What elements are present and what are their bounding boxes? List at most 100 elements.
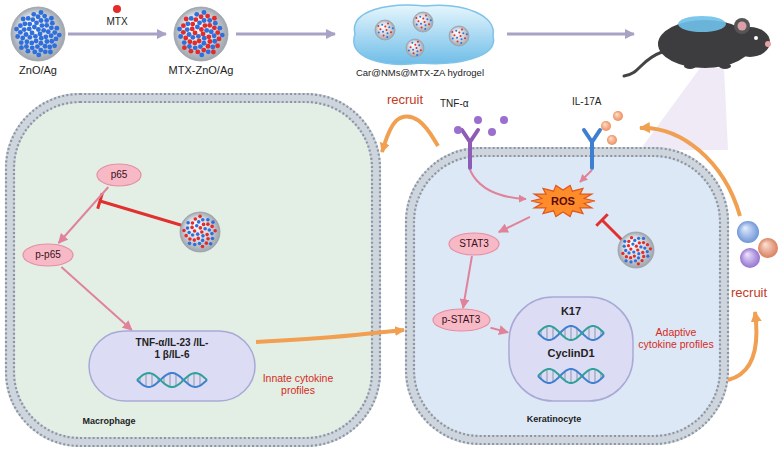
particle-dot — [34, 39, 39, 44]
receptor-symbol — [584, 130, 600, 168]
particle-dot — [48, 50, 53, 55]
particle-dot — [52, 43, 57, 48]
particle-dot — [182, 229, 186, 233]
nanoparticle — [180, 212, 220, 252]
immune-cell — [758, 238, 778, 258]
text-slot: p-p65 — [22, 243, 74, 267]
particle-dot — [190, 22, 195, 27]
particle-dot — [205, 14, 210, 19]
dna-strand — [538, 369, 604, 383]
particle-dot — [418, 44, 420, 46]
lipid-heads — [6, 94, 380, 446]
particle-dot — [209, 29, 214, 34]
text-slot: TNF-α/IL-23 /IL-1 β/IL-6 — [134, 337, 210, 360]
particle-core — [174, 7, 228, 61]
particle-dot — [217, 26, 222, 31]
particle-dot — [643, 246, 646, 249]
particle-dot — [623, 240, 626, 243]
particle-dot — [642, 241, 645, 244]
particle-dot — [637, 256, 640, 259]
connector-arrow — [499, 217, 530, 232]
signal-arrow — [470, 170, 526, 199]
text-slot: STAT3 — [448, 232, 500, 256]
node-label: p65 — [111, 169, 128, 181]
particle-dot — [416, 54, 418, 56]
node-label: ROS — [551, 195, 575, 208]
particle-dot — [57, 33, 62, 38]
particle-dot — [22, 21, 27, 26]
connector-arrow — [382, 116, 438, 152]
node-label: ZnO/Ag — [0, 64, 83, 77]
dna-helix — [137, 373, 207, 387]
particle-dot — [193, 238, 197, 242]
particle-dot — [182, 40, 187, 45]
particle-dot — [416, 24, 418, 26]
particle-dot — [54, 36, 59, 41]
text-slot: p-STAT3 — [432, 308, 491, 332]
particle-dot — [20, 36, 25, 41]
recruit-arrow — [640, 128, 740, 216]
particle-dot — [181, 23, 186, 28]
particle-dot — [49, 16, 54, 21]
text-slot: K17 — [508, 305, 634, 318]
particle-dot — [198, 215, 202, 219]
node-label: K17 — [508, 305, 634, 318]
particle-dot — [31, 12, 36, 17]
particle-dot — [388, 26, 390, 28]
keratinocyte-cell: KeratinocyteROSSTAT3p-STAT3K17CyclinD1 — [404, 146, 730, 446]
ligand-dot — [454, 126, 462, 134]
particle-dot — [384, 26, 386, 28]
nanoparticle-node: MTX-ZnO/Ag — [166, 4, 236, 78]
particle-dot — [207, 39, 212, 44]
edge-label: MTX — [104, 16, 129, 28]
nucleus-outline — [89, 331, 255, 401]
particle-dot — [215, 30, 220, 35]
particle-dot — [419, 16, 421, 18]
particle-dot — [458, 32, 460, 34]
particle-dot — [208, 228, 212, 232]
nanoparticle — [11, 7, 65, 61]
particle-dot — [21, 17, 26, 22]
text-slot: Car@NMs@MTX-ZA hydrogel — [335, 68, 505, 79]
protein-ellipse — [449, 233, 499, 255]
dna-rung — [570, 369, 571, 383]
particle-core — [406, 39, 424, 57]
particle-dot — [212, 39, 217, 44]
dna-rung — [588, 370, 589, 382]
particle-dot — [26, 16, 31, 21]
annotation-label: Adaptive cytokine profiles — [638, 326, 714, 350]
particle-dot — [455, 30, 457, 32]
label-slot: IL-17A — [572, 96, 616, 108]
particle-dot — [627, 240, 630, 243]
particle-dot — [52, 30, 57, 35]
recruit-arrow — [728, 312, 756, 380]
protein-ellipse — [97, 164, 141, 186]
particle-dot — [197, 39, 202, 44]
particle-dot — [192, 40, 197, 45]
ros-star — [531, 185, 595, 216]
particle-dot — [453, 34, 455, 36]
particle-dot — [428, 23, 430, 25]
particle-dot — [634, 259, 637, 262]
particle-dot — [635, 245, 638, 248]
particle-dot — [27, 22, 32, 27]
dna-rung — [175, 374, 176, 386]
particle-dot — [451, 31, 453, 33]
particle-dot — [187, 32, 192, 37]
particle-dot — [50, 21, 55, 26]
particle-dot — [197, 20, 202, 25]
particle-dot — [452, 38, 454, 40]
particle-dot — [206, 222, 210, 226]
label-slot: Adaptive cytokine profiles — [638, 326, 714, 350]
protein-ellipse — [23, 244, 73, 266]
particle-dot — [383, 34, 385, 36]
immune-cell — [737, 221, 759, 243]
particle-dot — [197, 220, 201, 224]
particle-dot — [191, 221, 195, 225]
particle-dot — [54, 26, 59, 31]
particle-dot — [420, 49, 422, 51]
particle-dot — [193, 45, 198, 50]
particle-dot — [202, 10, 207, 15]
immune-cells — [737, 221, 778, 268]
particle-dot — [638, 241, 641, 244]
